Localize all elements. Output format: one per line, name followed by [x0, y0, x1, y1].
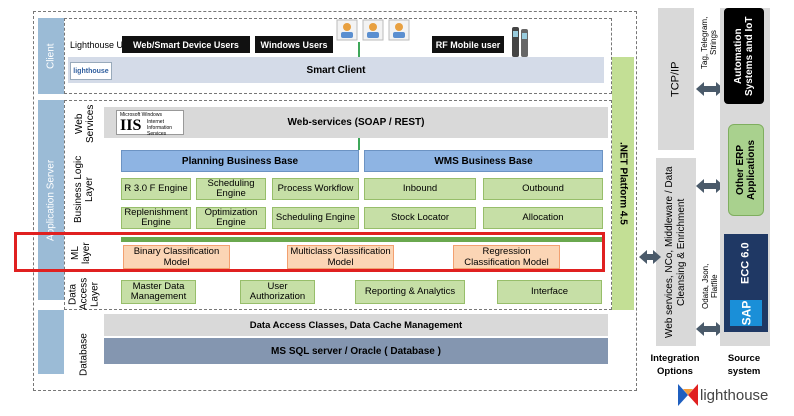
database-label: Database — [78, 333, 90, 377]
bl-replenishment-engine: Replenishment Engine — [121, 207, 191, 229]
web-services-label: Web Services — [74, 104, 96, 144]
client-box — [64, 18, 612, 94]
outer-frame — [33, 11, 637, 391]
bl-scheduling-engine-1: Scheduling Engine — [196, 178, 266, 200]
ml-layer-highlight — [14, 232, 605, 272]
iis-sub: Internet Information Services — [147, 119, 173, 137]
ml-regression-model: Regression Classification Model — [453, 245, 560, 269]
arrow-tcpip-automation — [696, 82, 724, 96]
net-platform-label: .NET Platform 4.5 — [617, 142, 629, 225]
app-server-box — [64, 100, 612, 310]
brand-text: lighthouse — [700, 387, 769, 404]
lighthouse-logo-text: lighthouse — [73, 67, 109, 75]
client-label: Client — [45, 43, 57, 69]
automation-label: Automation Systems and IoT — [733, 16, 755, 96]
dal-master-data: Master Data Management — [121, 280, 196, 304]
source-tag-label: Tag, Telegram, Strings — [700, 16, 718, 70]
bl-process-workflow: Process Workflow — [272, 178, 359, 200]
ml-layer-label: ML layer — [70, 242, 92, 264]
ml-binary-model: Binary Classification Model — [123, 245, 230, 269]
database-bar-label: MS SQL server / Oracle ( Database ) — [271, 345, 441, 357]
other-erp-box — [728, 124, 764, 216]
bl-inbound: Inbound — [364, 178, 476, 200]
dal-interface: Interface — [497, 280, 602, 304]
source-odata-label: Odata, Json, Flatfile — [701, 263, 719, 309]
web-services-bar: Web-services (SOAP / REST) — [104, 107, 608, 138]
bl-scheduling-engine-2: Scheduling Engine — [272, 207, 359, 229]
integration-ws-box — [656, 158, 696, 346]
ecc-label: ECC 6.0 — [739, 242, 752, 284]
planning-business-base: Planning Business Base — [121, 150, 359, 172]
lighthouse-logo: lighthouse — [70, 62, 112, 80]
wms-business-base: WMS Business Base — [364, 150, 603, 172]
other-erp-label: Other ERP Applications — [735, 140, 757, 201]
rf-mobile-user: RF Mobile user — [432, 36, 504, 53]
iis-big: IIS — [120, 117, 142, 134]
windows-users: Windows Users — [255, 36, 333, 53]
source-caption: Source system — [727, 353, 761, 377]
smart-client-label: Smart Client — [306, 64, 366, 76]
automation-box — [724, 8, 764, 104]
database-bar: MS SQL server / Oracle ( Database ) — [104, 338, 608, 364]
ml-green-bar — [121, 237, 602, 242]
net-platform-bar — [612, 57, 634, 310]
web-smart-device-users: Web/Smart Device Users — [122, 36, 250, 53]
tcpip-box — [658, 8, 694, 150]
bl-stock-locator: Stock Locator — [364, 207, 476, 229]
smart-client-bar: Smart Client — [68, 57, 604, 83]
tcpip-label: TCP/IP — [669, 61, 682, 97]
arrow-app-integration — [639, 250, 661, 264]
arrow-ws-erp — [696, 179, 724, 193]
ml-multiclass-model: Multiclass Classification Model — [287, 245, 394, 269]
rf-device-icon — [510, 25, 530, 59]
web-services-arrow — [358, 138, 360, 150]
data-access-classes-label: Data Access Classes, Data Cache Manageme… — [249, 319, 463, 331]
bl-allocation: Allocation — [483, 207, 603, 229]
client-side-bar — [38, 18, 64, 94]
client-arrow — [358, 42, 360, 58]
sap-logo: SAP — [730, 300, 762, 326]
iis-logo: Microsoft Windows IIS Internet Informati… — [116, 110, 184, 137]
dal-reporting: Reporting & Analytics — [355, 280, 465, 304]
sap-logo-text: SAP — [739, 300, 753, 326]
bl-r3-engine: R 3.0 F Engine — [121, 178, 191, 200]
data-access-label: Data Access Layer — [67, 277, 101, 311]
integration-caption: Integration Options — [650, 353, 700, 377]
business-logic-label: Business Logic Layer — [73, 155, 95, 223]
bl-outbound: Outbound — [483, 178, 603, 200]
integration-ws-label: Web services, NCo, Middleware / Data Cle… — [664, 166, 687, 338]
data-access-classes-bar: Data Access Classes, Data Cache Manageme… — [104, 314, 608, 336]
web-services-bar-label: Web-services (SOAP / REST) — [287, 117, 425, 128]
database-side-bar — [38, 310, 64, 374]
iis-small: Microsoft Windows — [120, 112, 162, 118]
brand-logo-icon — [678, 384, 698, 406]
bl-optimization-engine: Optimization Engine — [196, 207, 266, 229]
users-icon — [336, 19, 410, 41]
lighthouse-ui-label: Lighthouse UI — [70, 40, 126, 50]
dal-user-authorization: User Authorization — [240, 280, 315, 304]
arrow-ws-sap — [696, 322, 724, 336]
app-server-side-bar — [38, 100, 64, 300]
